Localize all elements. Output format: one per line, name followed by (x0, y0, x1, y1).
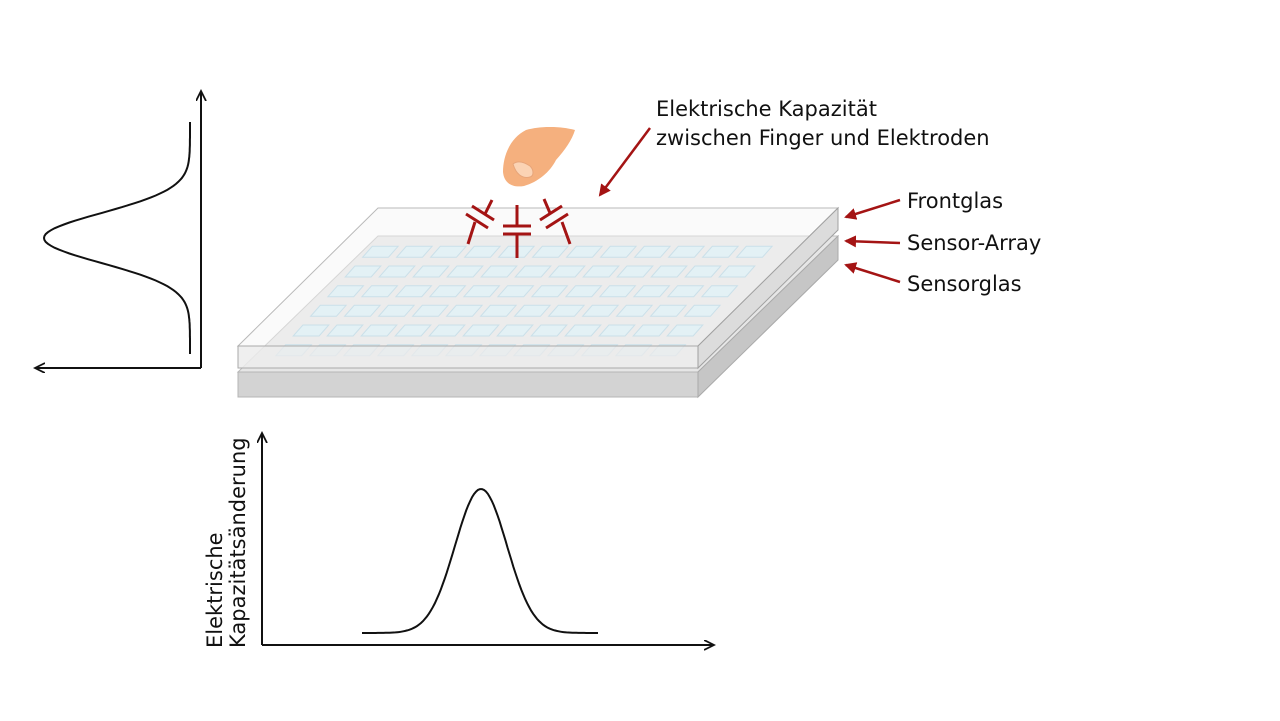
sensor-cell (445, 304, 484, 317)
bottom-ylabel-line-2: Kapazitätsänderung (226, 437, 250, 648)
sensor-cell (530, 324, 568, 337)
sensor-cell (326, 324, 364, 337)
sensor-cell (514, 265, 552, 278)
callout-arrow-icon (598, 127, 652, 197)
sensor-cell (548, 265, 586, 278)
capacitor-icon (465, 198, 572, 258)
sensor-cell (394, 324, 432, 337)
sensor-cell (326, 285, 365, 298)
sensorglas-front (237, 371, 699, 398)
sensor-cell (632, 285, 671, 298)
sensor-cell (564, 324, 602, 337)
sensor-cell (513, 304, 552, 317)
sensor-cell (378, 265, 416, 278)
sensor-cell (412, 265, 450, 278)
sensor-cell (530, 285, 569, 298)
sensor-cell (292, 324, 330, 337)
frontglas-front (237, 345, 699, 369)
sensor-cell (411, 304, 450, 317)
sensor-cell (649, 304, 688, 317)
sensor-cell (581, 304, 620, 317)
sensor-cell (496, 324, 534, 337)
left-profile-plot (36, 92, 201, 368)
frontglas-arrow-icon (844, 198, 901, 220)
sensor-cell (650, 265, 688, 278)
sensor-cell (615, 304, 654, 317)
sensor-cell (701, 245, 740, 258)
callout-line-2: zwischen Finger und Elektroden (656, 126, 990, 150)
sensor-cell (360, 285, 399, 298)
sensor-cell (462, 285, 501, 298)
sensor-cell (735, 245, 774, 258)
sensor-cell (462, 324, 500, 337)
sensor-cell (360, 324, 398, 337)
sensor-cell (429, 245, 468, 258)
sensor-cell (547, 304, 586, 317)
sensor-cell (479, 304, 518, 317)
sensor-cell (582, 265, 620, 278)
sensor-cell (599, 245, 638, 258)
sensor-cell (394, 285, 433, 298)
sensor-cell (598, 324, 636, 337)
bottom-plot: Elektrische Kapazitätsänderung (203, 434, 713, 648)
sensor-cell (565, 245, 604, 258)
sensorglas-side (697, 234, 839, 399)
sensor-cell (616, 265, 654, 278)
sensor-cell (446, 265, 484, 278)
sensor-cell (480, 265, 518, 278)
sensor-cell (564, 285, 603, 298)
sensor-cell (531, 245, 570, 258)
sensor-cell (666, 324, 704, 337)
label-frontglas: Frontglas (907, 189, 1003, 213)
sensor-cell (395, 245, 434, 258)
sensor-cell (598, 285, 637, 298)
left-profile-curve (42, 122, 191, 354)
sensor-cell (632, 324, 670, 337)
label-sensor-array: Sensor-Array (907, 231, 1041, 255)
sensor-cell (344, 265, 382, 278)
bottom-profile-curve (362, 488, 598, 634)
finger-icon (503, 127, 575, 187)
sensor-cell (496, 285, 535, 298)
sensor-cell (683, 304, 722, 317)
sensorglas-arrow-icon (844, 262, 901, 284)
sensor-cell (361, 245, 400, 258)
sensor-stack (236, 206, 840, 399)
sensor-cell (633, 245, 672, 258)
frontglas-side (697, 206, 839, 370)
bottom-ylabel-line-1: Elektrische (203, 532, 227, 648)
sensor-cell (667, 245, 706, 258)
sensor-cell (309, 304, 348, 317)
sensor-cell (718, 265, 756, 278)
callout-line-1: Elektrische Kapazität (656, 97, 877, 121)
sensor-cell (428, 324, 466, 337)
sensor-cell (343, 304, 382, 317)
sensor-cell (428, 285, 467, 298)
sensor-array-arrow-icon (844, 235, 901, 248)
sensor-cell (377, 304, 416, 317)
sensor-cell (684, 265, 722, 278)
label-sensorglas: Sensorglas (907, 272, 1022, 296)
sensor-cell (463, 245, 502, 258)
sensor-cell (666, 285, 705, 298)
sensor-cell (700, 285, 739, 298)
